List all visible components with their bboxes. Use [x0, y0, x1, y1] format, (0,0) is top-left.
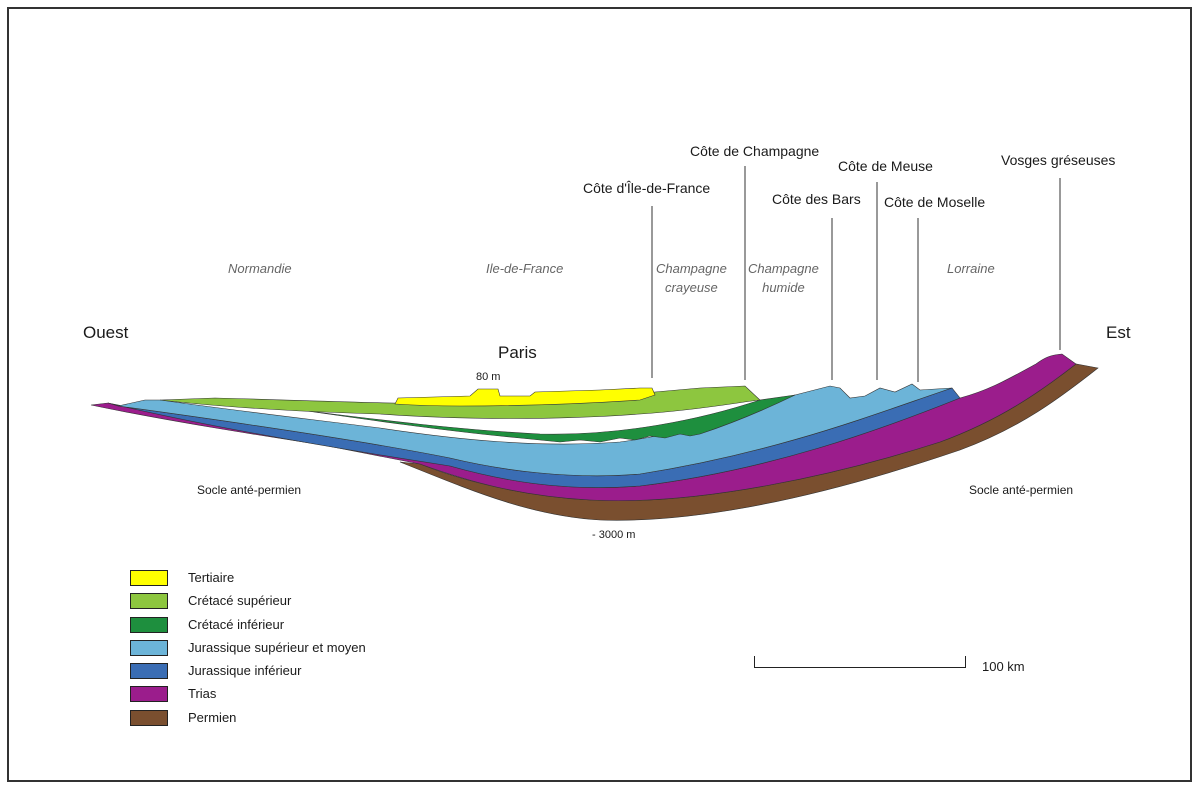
label-cote-iledefrance: Côte d'Île-de-France: [583, 180, 711, 196]
layer-cretace-inf: [299, 394, 796, 443]
region-champagne-crayeuse-line2: crayeuse: [665, 280, 718, 295]
region-champagne-crayeuse-line1: Champagne: [656, 261, 727, 276]
legend-swatch: [130, 570, 168, 586]
city-paris: Paris: [498, 343, 537, 362]
legend-label: Crétacé supérieur: [188, 593, 292, 609]
legend-swatch: [130, 663, 168, 680]
legend-label: Jurassique inférieur: [188, 663, 302, 679]
region-champagne-humide: Champagne humide: [748, 259, 819, 297]
legend-swatch: [130, 709, 168, 726]
region-champagne-humide-line2: humide: [762, 280, 805, 295]
region-lorraine: Lorraine: [947, 261, 995, 276]
legend-swatch: [130, 593, 168, 610]
scale-label: 100 km: [982, 659, 1025, 674]
socle-right: Socle anté-permien: [969, 483, 1074, 497]
legend-swatch: [130, 686, 168, 703]
legend-swatch: [130, 639, 168, 656]
legend-label: Trias: [188, 686, 217, 702]
socle-left: Socle anté-permien: [197, 483, 302, 497]
label-cote-meuse: Côte de Meuse: [838, 158, 933, 174]
layer-tertiaire: [394, 387, 656, 407]
label-cote-champagne: Côte de Champagne: [690, 143, 820, 159]
region-champagne-crayeuse: Champagne crayeuse: [656, 259, 727, 297]
depth-label: - 3000 m: [592, 529, 636, 541]
legend-swatch: [130, 616, 168, 633]
label-cote-bars: Côte des Bars: [772, 191, 861, 207]
layer-jurassique-sup: [117, 383, 953, 477]
region-normandie: Normandie: [228, 261, 292, 276]
label-cote-moselle: Côte de Moselle: [884, 194, 986, 210]
legend-label: Tertiaire: [188, 570, 235, 585]
legend-label: Crétacé inférieur: [188, 616, 285, 632]
paris-elevation: 80 m: [476, 371, 501, 383]
region-iledefrance: Ile-de-France: [486, 261, 564, 276]
legend-label: Jurassique supérieur et moyen: [188, 639, 366, 655]
direction-west: Ouest: [83, 323, 129, 342]
region-champagne-humide-line1: Champagne: [748, 261, 819, 276]
direction-east: Est: [1106, 323, 1131, 342]
label-vosges: Vosges gréseuses: [1001, 152, 1116, 168]
legend-label: Permien: [188, 709, 237, 725]
scale-bar: [754, 656, 966, 668]
